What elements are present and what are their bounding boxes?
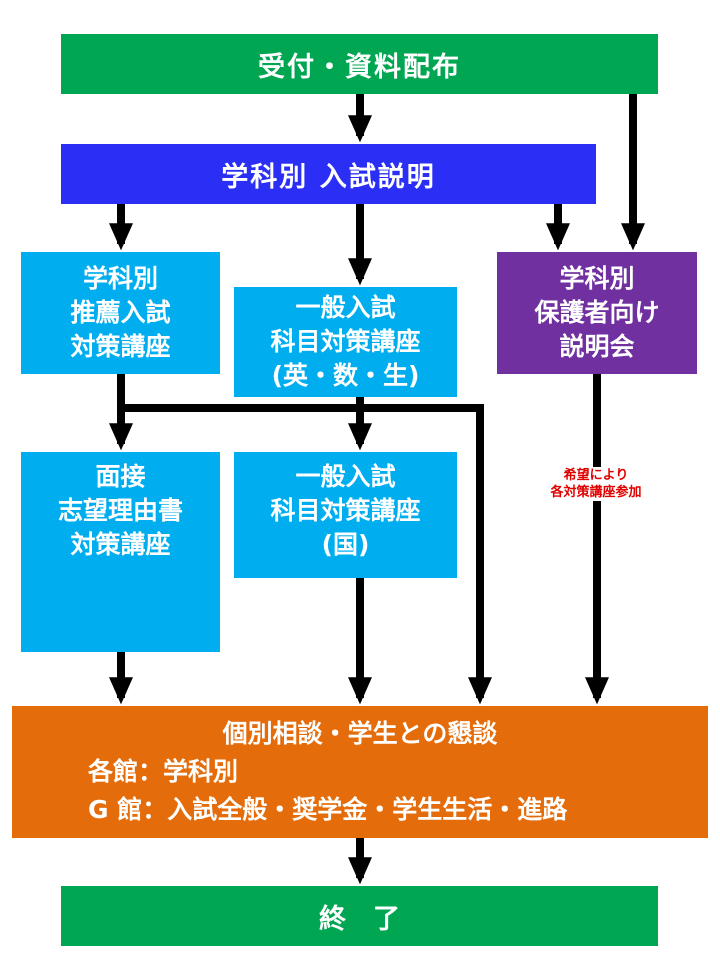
receipt-label: 受付・資料配布 [258, 51, 461, 83]
japanese-line-1: 一般入試 [295, 462, 396, 491]
dept-explanation-label: 学科別 入試説明 [221, 161, 436, 193]
parents-line-1: 学科別 [559, 264, 635, 293]
dept-explanation-box: 学科別 入試説明 [61, 144, 596, 204]
general-line-1: 一般入試 [295, 293, 396, 322]
interview-line-2: 志望理由書 [57, 496, 183, 525]
interview-line-3: 対策講座 [70, 530, 171, 559]
receipt-box: 受付・資料配布 [61, 34, 658, 94]
optional-participation-note: 希望により 各対策講座参加 [520, 467, 672, 501]
japanese-course-box: 一般入試 科目対策講座 (国) [234, 452, 457, 578]
general-line-2: 科目対策講座 [270, 327, 421, 356]
recommend-line-3: 対策講座 [70, 332, 171, 361]
parents-line-3: 説明会 [559, 332, 635, 361]
recommend-course-box: 学科別 推薦入試 対策講座 [21, 252, 220, 374]
japanese-line-3: (国) [321, 530, 370, 559]
japanese-line-2: 科目対策講座 [270, 496, 421, 525]
consultation-row-departments: 各館：学科別 [88, 757, 239, 786]
end-box: 終 了 [61, 886, 658, 946]
consultation-box: 個別相談・学生との懇談 各館：学科別 G 館：入試全般・奨学金・学生生活・進路 [12, 706, 708, 838]
general-line-3: (英・数・生) [271, 361, 420, 390]
note-line-2: 各対策講座参加 [550, 485, 642, 500]
end-label: 終 了 [319, 903, 400, 935]
recommend-line-2: 推薦入試 [70, 298, 171, 327]
note-line-1: 希望により [563, 468, 629, 483]
parents-line-2: 保護者向け [534, 298, 660, 327]
recommend-line-1: 学科別 [82, 264, 158, 293]
interview-line-1: 面接 [95, 462, 146, 491]
connector-recommend-to-consult [121, 404, 492, 705]
general-course-box: 一般入試 科目対策講座 (英・数・生) [234, 287, 457, 397]
parents-explanation-box: 学科別 保護者向け 説明会 [497, 252, 697, 374]
interview-course-box: 面接 志望理由書 対策講座 [21, 452, 220, 652]
consultation-row-g-building: G 館：入試全般・奨学金・学生生活・進路 [88, 795, 568, 824]
consultation-title: 個別相談・学生との懇談 [222, 719, 498, 748]
